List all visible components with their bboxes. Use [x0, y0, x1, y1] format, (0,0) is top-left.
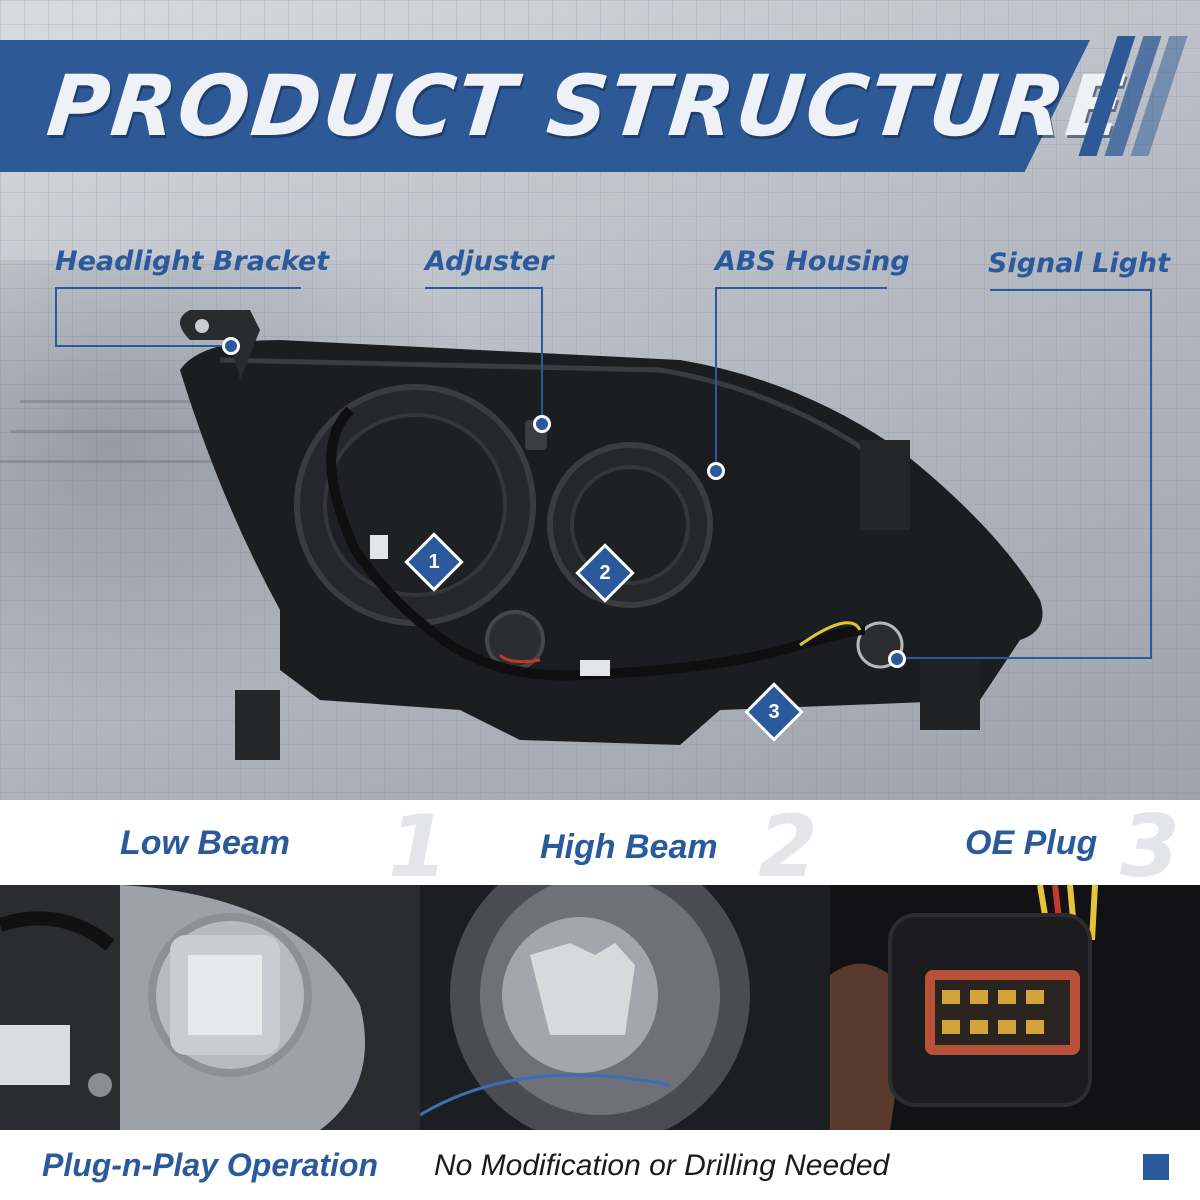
low-beam-photo	[0, 885, 420, 1130]
feature-label-low-beam: Low Beam	[120, 824, 291, 862]
title-banner	[0, 40, 1090, 172]
footer-bar: Plug-n-Play Operation No Modification or…	[0, 1130, 1200, 1200]
footer-text: No Modification or Drilling Needed	[434, 1149, 890, 1182]
callout-line	[898, 657, 1152, 659]
callout-dot-housing	[707, 462, 725, 480]
feature-label-high-beam: High Beam	[540, 828, 718, 866]
callout-line	[425, 287, 543, 289]
background-grille-line	[20, 400, 250, 403]
callout-line	[55, 345, 231, 347]
feature-number-2: 2	[758, 797, 818, 897]
footer-accent-square	[1143, 1154, 1169, 1180]
callout-dot-bracket	[222, 337, 240, 355]
feature-number-3: 3	[1120, 797, 1180, 897]
callout-line	[55, 287, 301, 289]
feature-photos	[0, 885, 1200, 1130]
callout-line	[541, 287, 543, 423]
callout-line	[55, 287, 57, 347]
feature-labels-row: 1 Low Beam 2 High Beam 3 OE Plug	[0, 797, 1200, 897]
callout-line	[990, 289, 1152, 291]
headlight-assembly-illustration	[180, 310, 1043, 760]
callout-abs-housing: ABS Housing	[715, 246, 910, 277]
product-structure-panel: PRODUCT STRUCTURE Headlight Bracket	[0, 0, 1200, 800]
callout-adjuster: Adjuster	[425, 246, 554, 277]
page-title: PRODUCT STRUCTURE	[42, 57, 1131, 155]
oe-plug-photo	[830, 885, 1200, 1130]
background-grille-line	[10, 430, 260, 433]
footer-highlight: Plug-n-Play Operation	[42, 1147, 379, 1183]
callout-line	[1150, 289, 1152, 659]
high-beam-photo	[420, 885, 830, 1130]
callout-dot-adjuster	[533, 415, 551, 433]
callout-signal-light: Signal Light	[988, 248, 1171, 279]
callout-dot-signal	[888, 650, 906, 668]
background-grille-line	[0, 460, 260, 463]
callout-line	[715, 287, 887, 289]
feature-number-1: 1	[388, 797, 448, 897]
feature-label-oe-plug: OE Plug	[965, 824, 1098, 862]
callout-line	[715, 287, 717, 469]
callout-headlight-bracket: Headlight Bracket	[55, 246, 330, 277]
